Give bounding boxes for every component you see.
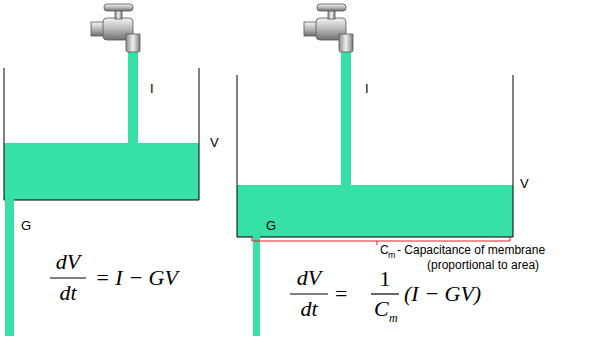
tank-outline	[4, 68, 199, 200]
fraction-bar	[50, 277, 86, 278]
equation-term: = I − GV	[95, 267, 178, 289]
subscript: m	[388, 251, 396, 260]
voltage-label: V	[520, 177, 529, 190]
conductance-label: G	[21, 219, 31, 232]
outflow-pipe	[5, 199, 14, 336]
voltage-label: V	[210, 136, 219, 149]
tank-outline	[237, 75, 513, 237]
annotation-text: - Capacitance of membrane	[397, 244, 545, 256]
water-volume	[4, 143, 199, 200]
equation-term: dt	[59, 282, 76, 304]
equation-term: dV	[56, 251, 80, 273]
fraction-bar	[371, 293, 399, 294]
equation-term: =	[335, 283, 347, 305]
outflow-pipe	[253, 236, 260, 336]
annotation-text: (proportional to area)	[427, 259, 539, 271]
equation-term: dt	[300, 298, 317, 320]
equation-term: dV	[297, 267, 321, 289]
capacitance-symbol: C	[380, 244, 389, 256]
subscript: m	[389, 312, 398, 324]
conductance-label: G	[266, 219, 276, 232]
water-stream	[341, 50, 351, 186]
faucet-icon	[304, 4, 353, 52]
fraction-bar	[290, 293, 328, 294]
flow-label: I	[365, 82, 369, 95]
equation-term: C	[374, 298, 389, 320]
equation-term: (I − GV)	[404, 283, 481, 305]
water-volume	[237, 185, 513, 237]
equation-term: 1	[380, 268, 391, 290]
faucet-icon	[91, 4, 140, 52]
flow-label: I	[150, 82, 154, 95]
water-stream	[128, 50, 138, 144]
